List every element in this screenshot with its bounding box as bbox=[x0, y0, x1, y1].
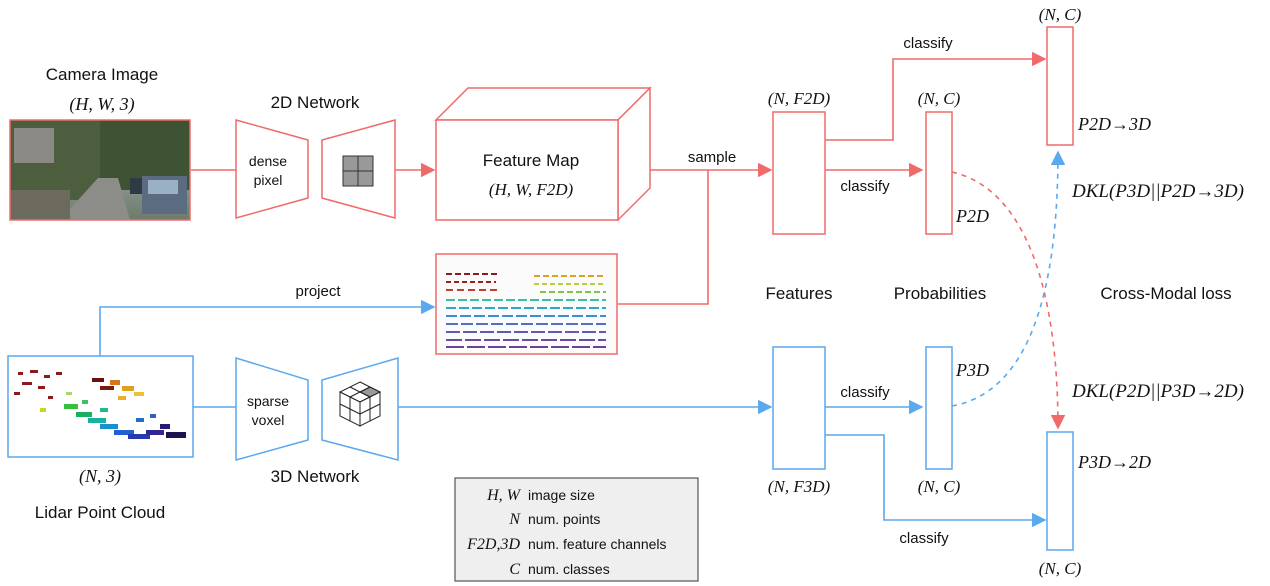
net3d-decoder bbox=[321, 357, 399, 461]
feature-map-title: Feature Map bbox=[483, 151, 579, 170]
edge-kl-bottom bbox=[951, 171, 1066, 430]
prob-2d-shape: (N, C) bbox=[918, 89, 961, 108]
classify-bottom-label: classify bbox=[899, 530, 949, 547]
prob-2d-box bbox=[925, 111, 953, 235]
net2d-encoder: dense pixel bbox=[235, 119, 309, 219]
prob-3d-shape: (N, C) bbox=[918, 477, 961, 496]
lidar-shape: (N, 3) bbox=[79, 466, 121, 487]
loss-column-title: Cross-Modal loss bbox=[1100, 284, 1231, 303]
legend-symbol-2: F2D,3D bbox=[466, 536, 520, 553]
sample-label: sample bbox=[688, 149, 736, 166]
edge-projected-to-sample bbox=[618, 170, 709, 305]
p2d-to-3d-label: P2D→3D bbox=[1077, 114, 1151, 134]
projected-points-image bbox=[435, 253, 618, 355]
feature-map-shape: (H, W, F2D) bbox=[489, 180, 574, 199]
voxel-cube-icon bbox=[338, 381, 382, 427]
features-3d-box bbox=[772, 346, 826, 470]
kl-bottom-label: DKL(P2D||P3D→2D) bbox=[1071, 381, 1244, 402]
legend-text-0: image size bbox=[528, 487, 595, 503]
features-2d-shape: (N, F2D) bbox=[768, 89, 831, 108]
edge-kl-top bbox=[951, 150, 1066, 407]
net3d-encoder: sparse voxel bbox=[235, 356, 309, 461]
legend-symbol-1: N bbox=[508, 511, 521, 528]
legend: H, W image size N num. points F2D,3D num… bbox=[454, 477, 699, 582]
prob-3d-box bbox=[925, 346, 953, 470]
lidar-point-cloud bbox=[7, 355, 194, 458]
edge-classify-bottom bbox=[825, 434, 1047, 528]
classify-top-label: classify bbox=[903, 35, 953, 52]
camera-shape: (H, W, 3) bbox=[69, 94, 134, 115]
classify-2d-label: classify bbox=[840, 178, 890, 195]
feature-map-box: Feature Map (H, W, F2D) bbox=[434, 86, 652, 222]
legend-symbol-0: H, W bbox=[486, 487, 522, 504]
pixel-grid-icon bbox=[342, 155, 374, 187]
net3d-label: 3D Network bbox=[271, 467, 360, 486]
prob-3d-label: P3D bbox=[955, 360, 989, 380]
net3d-line2: voxel bbox=[252, 412, 285, 428]
classify-3d-label: classify bbox=[840, 384, 890, 401]
net2d-decoder bbox=[321, 119, 396, 219]
p3d-to-2d-label: P3D→2D bbox=[1077, 452, 1151, 472]
kl-top-label: DKL(P3D||P2D→3D) bbox=[1071, 181, 1244, 202]
net2d-line1: dense bbox=[249, 153, 287, 169]
camera-image bbox=[9, 119, 191, 221]
probabilities-column-title: Probabilities bbox=[894, 284, 987, 303]
legend-text-3: num. classes bbox=[528, 561, 610, 577]
lidar-label: Lidar Point Cloud bbox=[35, 503, 165, 522]
p2d-to-3d-shape: (N, C) bbox=[1039, 5, 1082, 24]
camera-label: Camera Image bbox=[46, 65, 158, 84]
legend-text-1: num. points bbox=[528, 511, 600, 527]
net2d-line2: pixel bbox=[254, 172, 283, 188]
p3d-to-2d-box bbox=[1046, 431, 1074, 551]
features-3d-shape: (N, F3D) bbox=[768, 477, 831, 496]
net3d-line1: sparse bbox=[247, 393, 289, 409]
net2d-label: 2D Network bbox=[271, 93, 360, 112]
p2d-to-3d-box bbox=[1046, 26, 1074, 146]
features-2d-box bbox=[772, 111, 826, 235]
prob-2d-label: P2D bbox=[955, 206, 989, 226]
p3d-to-2d-shape: (N, C) bbox=[1039, 559, 1082, 578]
features-column-title: Features bbox=[765, 284, 832, 303]
legend-symbol-3: C bbox=[509, 561, 520, 578]
edge-classify-top bbox=[825, 51, 1047, 141]
legend-text-2: num. feature channels bbox=[528, 536, 667, 552]
project-label: project bbox=[295, 283, 341, 300]
edge-project bbox=[99, 299, 436, 356]
